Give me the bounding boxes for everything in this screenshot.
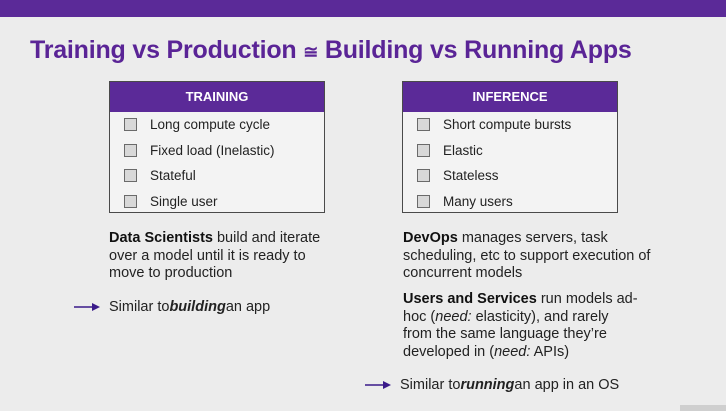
slide-title: Training vs Production ≅ Building vs Run… <box>30 36 632 65</box>
checkbox-icon[interactable] <box>124 143 137 157</box>
training-item: Stateful <box>110 163 324 189</box>
checkbox-icon[interactable] <box>417 118 430 132</box>
checkbox-icon[interactable] <box>417 143 430 157</box>
role-label: DevOps <box>403 230 458 246</box>
role-label: Users and Services <box>403 291 537 307</box>
building-similarity: Similar to building an app <box>74 299 270 315</box>
item-label: Many users <box>443 193 513 209</box>
description: manages servers, task scheduling, etc to… <box>403 230 651 281</box>
similar-pre: Similar to <box>400 377 461 393</box>
training-item: Fixed load (Inelastic) <box>110 138 324 164</box>
description-part: run models ad-hoc ( <box>403 291 638 325</box>
top-accent-bar <box>0 0 726 17</box>
inference-header: INFERENCE <box>403 82 617 112</box>
description: build and iterate over a model until it … <box>109 230 321 281</box>
arrow-right-icon <box>74 302 100 312</box>
need-label: need: <box>435 308 472 325</box>
checkbox-icon[interactable] <box>124 118 137 132</box>
inference-item: Elastic <box>403 138 617 164</box>
checkbox-icon[interactable] <box>124 169 137 183</box>
description-part: APIs) <box>530 343 570 360</box>
training-item: Long compute cycle <box>110 112 324 138</box>
checkbox-icon[interactable] <box>417 194 430 208</box>
similar-post: an app <box>225 299 271 315</box>
need-label: need: <box>494 343 531 360</box>
inference-card: INFERENCE Short compute bursts Elastic S… <box>402 81 618 213</box>
arrow-right-icon <box>365 380 391 390</box>
devops-text: DevOps manages servers, task scheduling,… <box>403 230 658 283</box>
item-label: Short compute bursts <box>443 117 572 133</box>
inference-item: Short compute bursts <box>403 112 617 138</box>
item-label: Long compute cycle <box>150 117 271 133</box>
data-scientists-text: Data Scientists build and iterate over a… <box>109 230 329 283</box>
similar-em: building <box>169 299 226 315</box>
training-item: Single user <box>110 189 324 215</box>
training-card: TRAINING Long compute cycle Fixed load (… <box>109 81 325 213</box>
similar-post: an app in an OS <box>514 377 620 393</box>
similar-pre: Similar to <box>109 299 170 315</box>
item-label: Stateless <box>443 168 499 184</box>
item-label: Elastic <box>443 142 483 158</box>
video-progress-bar[interactable] <box>680 405 726 411</box>
title-part-1: Training vs Production <box>30 36 304 64</box>
item-label: Fixed load (Inelastic) <box>150 142 275 158</box>
checkbox-icon[interactable] <box>417 169 430 183</box>
checkbox-icon[interactable] <box>124 194 137 208</box>
running-similarity: Similar to running an app in an OS <box>365 377 619 393</box>
item-label: Stateful <box>150 168 196 184</box>
users-services-text: Users and Services run models ad-hoc (ne… <box>403 291 638 361</box>
title-part-2: Building vs Running Apps <box>318 36 632 64</box>
training-header: TRAINING <box>110 82 324 112</box>
role-label: Data Scientists <box>109 230 213 246</box>
inference-item: Stateless <box>403 163 617 189</box>
title-symbol: ≅ <box>303 42 319 62</box>
inference-item: Many users <box>403 189 617 215</box>
description-part: elasticity), and rarely from the same la… <box>403 308 609 360</box>
item-label: Single user <box>150 193 218 209</box>
similar-em: running <box>460 377 515 393</box>
